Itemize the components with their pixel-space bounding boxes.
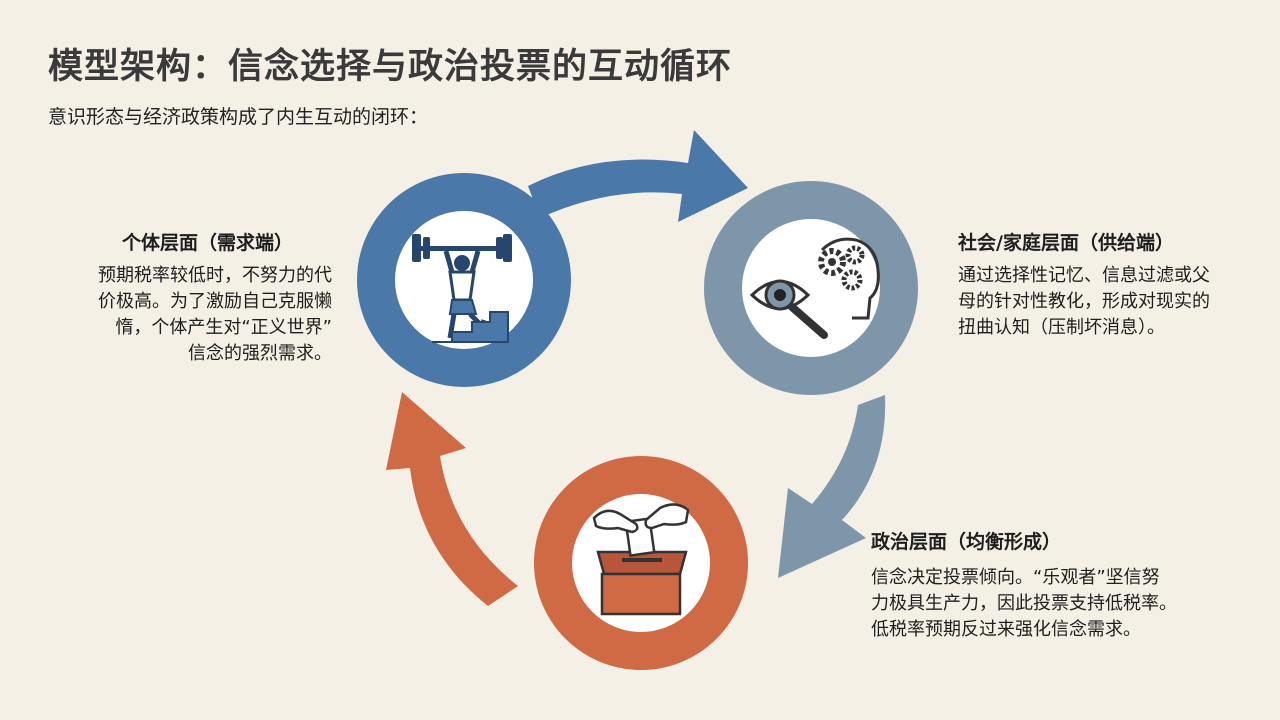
body-political: 信念决定投票倾向。“乐观者”坚信努 力极具生产力，因此投票支持低税率。 低税率预… bbox=[871, 565, 1231, 643]
page-title: 模型架构：信念选择与政治投票的互动循环 bbox=[48, 46, 733, 87]
arrow-social-to-political bbox=[778, 395, 886, 578]
arrow-individual-to-social bbox=[528, 130, 748, 222]
body-line: 通过选择性记忆、信息过滤或父 bbox=[958, 265, 1210, 286]
body-line: 信念的强烈需求。 bbox=[188, 343, 332, 364]
heading-social: 社会/家庭层面（供给端） bbox=[958, 232, 1174, 254]
heading-individual: 个体层面（需求端） bbox=[122, 232, 294, 254]
body-line: 低税率预期反过来强化信念需求。 bbox=[871, 619, 1141, 640]
body-line: 扭曲认知（压制坏消息）。 bbox=[958, 317, 1165, 338]
body-social: 通过选择性记忆、信息过滤或父 母的针对性教化，形成对现实的 扭曲认知（压制坏消息… bbox=[958, 263, 1258, 341]
ring-social bbox=[704, 181, 918, 395]
body-line: 力极具生产力，因此投票支持低税率。 bbox=[871, 593, 1177, 614]
heading-political: 政治层面（均衡形成） bbox=[871, 531, 1062, 553]
body-individual: 预期税率较低时，不努力的代 价极高。为了激励自己克服懒 惰，个体产生对“正义世界… bbox=[62, 263, 332, 367]
body-line: 预期税率较低时，不努力的代 bbox=[98, 265, 332, 286]
body-line: 惰，个体产生对“正义世界” bbox=[115, 317, 332, 338]
body-line: 价极高。为了激励自己克服懒 bbox=[98, 291, 332, 312]
body-line: 信念决定投票倾向。“乐观者”坚信努 bbox=[871, 567, 1160, 588]
ballot-box-icon bbox=[592, 503, 690, 616]
eye-magnifier-gears-icon bbox=[749, 237, 880, 339]
page-subtitle: 意识形态与经济政策构成了内生互动的闭环： bbox=[48, 106, 429, 128]
arrow-political-to-individual bbox=[386, 392, 518, 606]
weightlifter-on-stairs-icon bbox=[412, 234, 512, 343]
body-line: 母的针对性教化，形成对现实的 bbox=[958, 291, 1210, 312]
